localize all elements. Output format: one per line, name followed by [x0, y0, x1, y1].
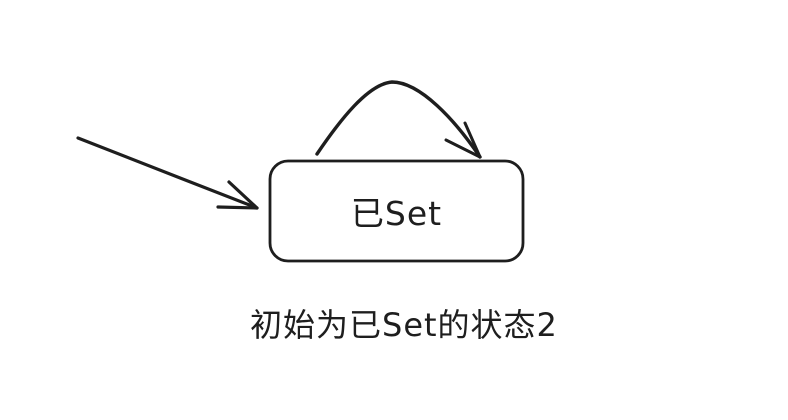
diagram-caption: 初始为已Set的状态2 — [250, 306, 558, 344]
self-loop-arrow — [315, 80, 482, 159]
initial-transition-arrow — [76, 136, 259, 210]
initial-transition-line — [76, 136, 259, 210]
state-label-set: 已Set — [350, 194, 443, 233]
state-box-set — [268, 159, 525, 263]
arrowhead-icon — [216, 180, 259, 210]
arrowhead-icon — [444, 121, 482, 159]
self-loop-line — [315, 80, 482, 159]
